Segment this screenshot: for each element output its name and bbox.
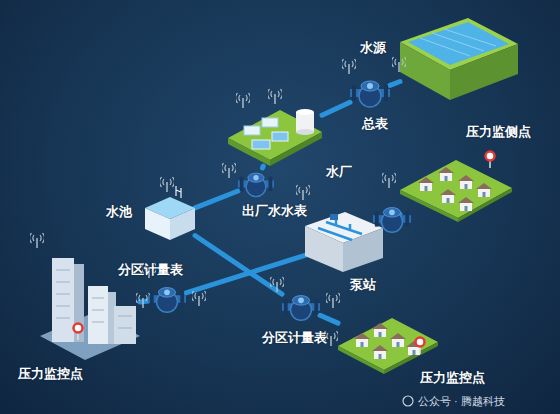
water-pipe [390,82,400,86]
antenna [192,291,207,306]
plant-basin [252,140,270,149]
water-meter [350,81,390,107]
pump-face [343,228,383,272]
building [114,306,136,344]
plant-silo-top [296,109,314,115]
node-label: 水厂 [326,164,352,179]
node-label: 泵站 [350,277,376,292]
house [458,197,474,211]
house [372,345,388,359]
pool-drawing [145,186,195,240]
reservoir-ripples [420,29,496,56]
plant-basin [272,132,288,141]
plant-drawing [228,109,322,166]
house [418,177,434,191]
pressure-pin [74,324,83,341]
plant-tank [262,118,278,127]
water-pipe [322,102,350,115]
network-node: 分区计量表 [148,282,186,316]
watermark: 公众号 · 腾越科技 [418,395,505,408]
reservoir-drawing [400,18,518,100]
water-pipe [195,191,238,208]
pump-motor [330,214,338,220]
houses-ground [400,160,512,218]
houses-drawing [400,152,512,223]
antenna [270,277,285,292]
pool-face [170,208,195,240]
house [458,175,474,189]
plant-tank [244,126,260,135]
pressure-pin [416,338,425,355]
houses-drawing [338,318,438,374]
windows [56,270,132,328]
pump-face [305,226,343,272]
antenna [268,89,283,104]
pump-pipes [318,220,362,240]
water-meter [373,208,411,233]
network-node: 压力监控点 [338,316,438,374]
node-label: 总表 [362,116,388,131]
network-node: 分区计量表 [282,290,320,324]
network-node: 压力监侧点 [400,150,512,222]
plant-silo-base [296,129,314,135]
antenna [160,177,175,192]
antenna [222,163,237,178]
pool-face [145,208,170,240]
water-pipe [186,255,305,293]
house [438,167,454,181]
antenna [296,185,311,200]
pressure-pin [486,152,495,169]
network-node: 水源 [400,18,518,100]
antenna [30,233,45,248]
house [390,333,406,347]
watermark-icon [403,396,413,406]
plant-edge [270,132,322,166]
antenna [326,293,341,308]
house [440,189,456,203]
node-label: 出厂水水表 [242,203,307,218]
network-node: 泵站 [305,212,383,274]
node-label: 压力监控点 [420,370,485,385]
node-label: 分区计量表 [118,262,183,277]
building [88,286,108,344]
water-pipe [320,315,338,323]
house [372,323,388,337]
pool-ladder [176,186,181,198]
node-label: 压力监控点 [18,366,83,381]
water-meter [282,296,320,321]
node-label: 水池 [106,204,132,219]
houses-ground [338,318,438,370]
pump-drawing [305,212,383,272]
antenna [382,173,397,188]
node-label: 水源 [360,40,386,55]
node-label: 分区计量表 [262,330,327,345]
network-node: 出厂水水表 [238,168,274,200]
network-node: 水厂 [228,108,322,166]
house [354,333,370,347]
antenna [392,57,407,72]
plant-edge [228,138,270,166]
reservoir-face [400,42,450,100]
tower [52,258,74,342]
antenna [236,93,251,108]
network-node: 总表 [350,76,390,110]
antenna [342,59,357,74]
plant-ground [228,110,322,160]
water-pipe [260,166,266,168]
water-meter [238,173,274,196]
water-meter [148,288,186,313]
house [476,183,492,197]
node-label: 压力监侧点 [466,124,531,139]
network-node: 水池 [143,196,195,240]
tower-side [74,264,84,342]
network-node: 压力监控点 [40,255,140,360]
